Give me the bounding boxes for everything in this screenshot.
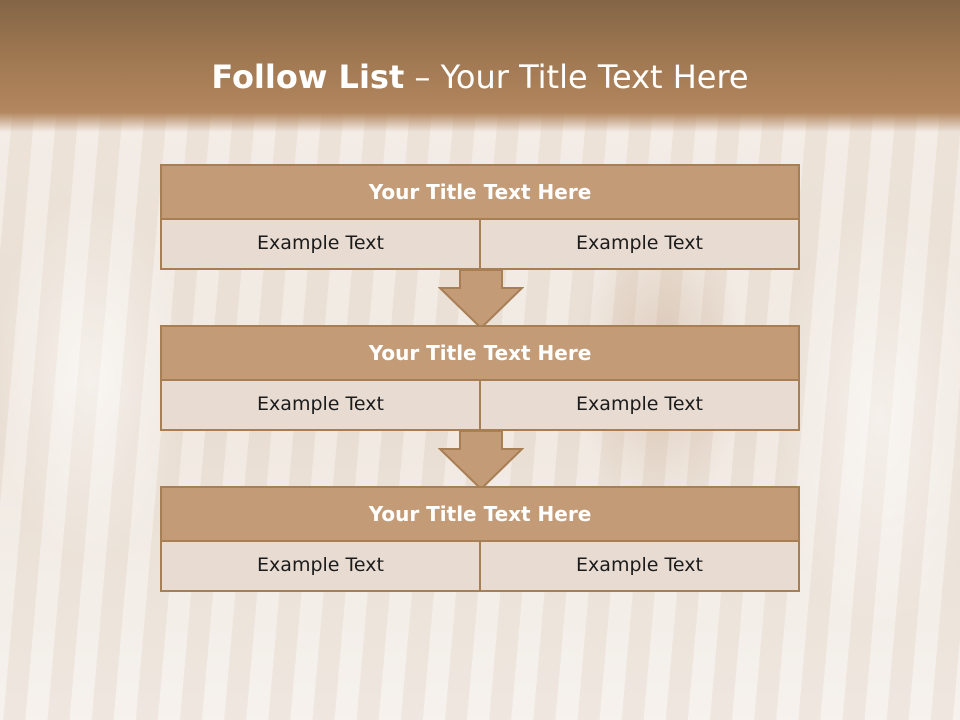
step-2-cell-left: Example Text — [160, 381, 481, 431]
down-arrow-icon-2 — [438, 431, 524, 491]
step-row-3: Example Text Example Text — [160, 542, 800, 592]
step-1-cell-right: Example Text — [481, 220, 800, 270]
down-arrow-icon-1 — [438, 270, 524, 330]
step-title-2: Your Title Text Here — [160, 325, 800, 381]
slide-title-rest: – Your Title Text Here — [414, 58, 749, 96]
step-block-3: Your Title Text Here Example Text Exampl… — [160, 486, 800, 592]
step-row-2: Example Text Example Text — [160, 381, 800, 431]
slide-title-bold: Follow List — [211, 58, 405, 96]
step-title-1: Your Title Text Here — [160, 164, 800, 220]
step-2-cell-right: Example Text — [481, 381, 800, 431]
step-row-1: Example Text Example Text — [160, 220, 800, 270]
slide-title: Follow List – Your Title Text Here — [0, 52, 960, 102]
header-bar — [0, 0, 960, 132]
step-block-1: Your Title Text Here Example Text Exampl… — [160, 164, 800, 270]
step-block-2: Your Title Text Here Example Text Exampl… — [160, 325, 800, 431]
step-title-3: Your Title Text Here — [160, 486, 800, 542]
step-1-cell-left: Example Text — [160, 220, 481, 270]
step-3-cell-right: Example Text — [481, 542, 800, 592]
step-3-cell-left: Example Text — [160, 542, 481, 592]
